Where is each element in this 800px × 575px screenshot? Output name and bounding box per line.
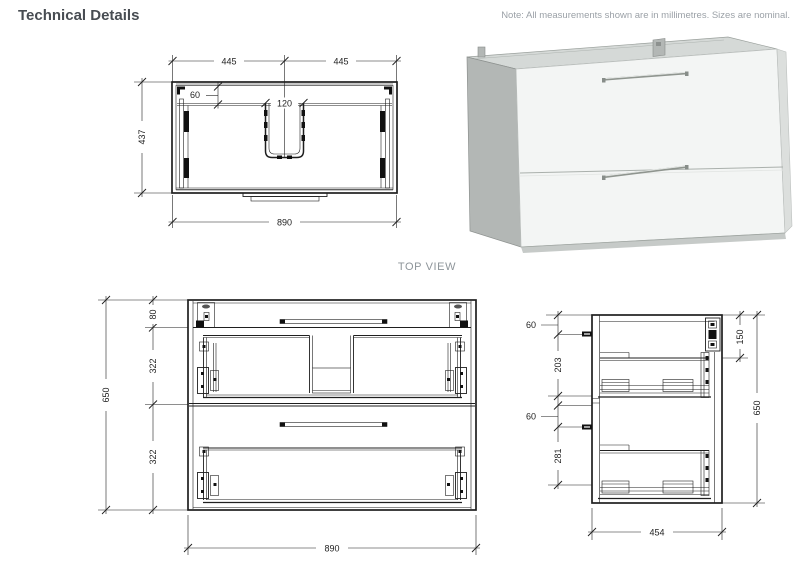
dim-front-drawer-lower: 322 bbox=[148, 449, 158, 464]
dim-side-drawer-upper-depth: 203 bbox=[553, 357, 563, 372]
dim-side-depth-total: 454 bbox=[649, 528, 664, 538]
dim-front-height-total: 650 bbox=[101, 387, 111, 402]
render-handle-top bbox=[602, 71, 689, 83]
render-mount-bracket bbox=[652, 38, 666, 57]
dim-side-drawer-lower-depth: 281 bbox=[553, 448, 563, 463]
dim-top-width-left: 445 bbox=[221, 57, 236, 67]
measurement-note: Note: All measurements shown are in mill… bbox=[501, 10, 790, 21]
dim-top-width-right: 445 bbox=[333, 57, 348, 67]
top-view-label: TOP VIEW bbox=[397, 261, 457, 273]
page-title: Technical Details bbox=[18, 7, 140, 24]
dim-side-handle-top-offset: 60 bbox=[526, 320, 536, 330]
dim-front-width-total: 890 bbox=[324, 544, 339, 554]
dim-top-back-offset: 60 bbox=[190, 90, 200, 100]
front-handle-bottom bbox=[279, 422, 388, 427]
render-left-panel bbox=[466, 56, 522, 248]
dim-top-depth: 437 bbox=[137, 129, 147, 144]
side-view-drawing: 60 60 203 281 150 650 454 bbox=[520, 310, 765, 540]
dim-front-drawer-upper: 322 bbox=[148, 358, 158, 373]
top-view-drawing: 445 445 60 120 437 890 bbox=[134, 55, 401, 228]
dim-top-width-total: 890 bbox=[277, 218, 292, 228]
render-front-face bbox=[515, 48, 786, 248]
render-handle-bottom bbox=[602, 165, 689, 180]
side-handle-bottom bbox=[582, 424, 592, 430]
dim-side-height-total: 650 bbox=[752, 400, 762, 415]
render-3d bbox=[466, 36, 793, 253]
dim-side-handle-bottom-offset: 60 bbox=[526, 412, 536, 422]
dim-top-cutout-width: 120 bbox=[277, 99, 292, 109]
dim-side-mount-rail: 150 bbox=[735, 329, 745, 344]
side-handle-top bbox=[582, 331, 592, 337]
front-view-drawing: 650 80 322 322 890 bbox=[98, 295, 481, 555]
front-handle-top bbox=[279, 319, 388, 324]
dim-front-top-rail: 80 bbox=[148, 309, 158, 319]
